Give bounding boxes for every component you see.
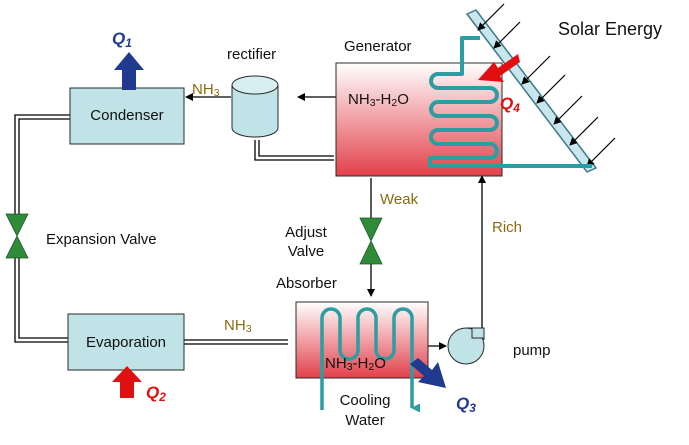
- pump-label: pump: [513, 342, 551, 359]
- adjust-valve-icon: [359, 217, 383, 265]
- nh3-bottom-label: NH3: [224, 317, 252, 336]
- rectifier-vessel: [231, 75, 279, 138]
- generator-coil: [428, 36, 592, 168]
- q1-arrow: [114, 52, 144, 90]
- sun-rays: [477, 3, 616, 167]
- adjust-valve-label-line1: Adjust: [285, 224, 327, 241]
- expansion-valve-icon: [5, 213, 29, 259]
- absorber-fluid-label: NH3-H2O: [325, 355, 386, 374]
- q2-label: Q2: [146, 383, 166, 404]
- q4-label: Q4: [500, 94, 520, 115]
- q3-label: Q3: [456, 394, 476, 415]
- absorber-label: Absorber: [276, 275, 337, 292]
- evaporation-box: [67, 313, 185, 371]
- nh3-top-label: NH3: [192, 81, 220, 100]
- pipes: [14, 93, 486, 350]
- generator-fluid-label: NH3-H2O: [348, 91, 409, 110]
- pump-icon: [447, 327, 485, 365]
- absorber-box: [295, 301, 429, 379]
- q2-arrow: [112, 366, 142, 398]
- cooling-water-label-line2: Water: [345, 412, 385, 429]
- q1-label: Q1: [112, 29, 132, 50]
- solar-energy-label: Solar Energy: [558, 19, 663, 39]
- rich-label: Rich: [492, 219, 523, 236]
- generator-label: Generator: [344, 38, 412, 55]
- q3-arrow: [410, 358, 446, 388]
- condenser-box: [69, 87, 185, 145]
- condenser-label: Condenser: [90, 107, 164, 124]
- expansion-valve-label: Expansion Valve: [46, 231, 157, 248]
- adjust-valve-label-line2: Valve: [287, 243, 325, 260]
- cooling-water-label-line1: Cooling: [339, 392, 391, 409]
- rectifier-label: rectifier: [227, 46, 277, 63]
- evaporation-label: Evaporation: [85, 334, 167, 351]
- solar-collector: [465, 9, 598, 173]
- weak-label: Weak: [380, 191, 419, 208]
- q4-arrow: [478, 54, 520, 82]
- absorber-coil: [320, 307, 420, 413]
